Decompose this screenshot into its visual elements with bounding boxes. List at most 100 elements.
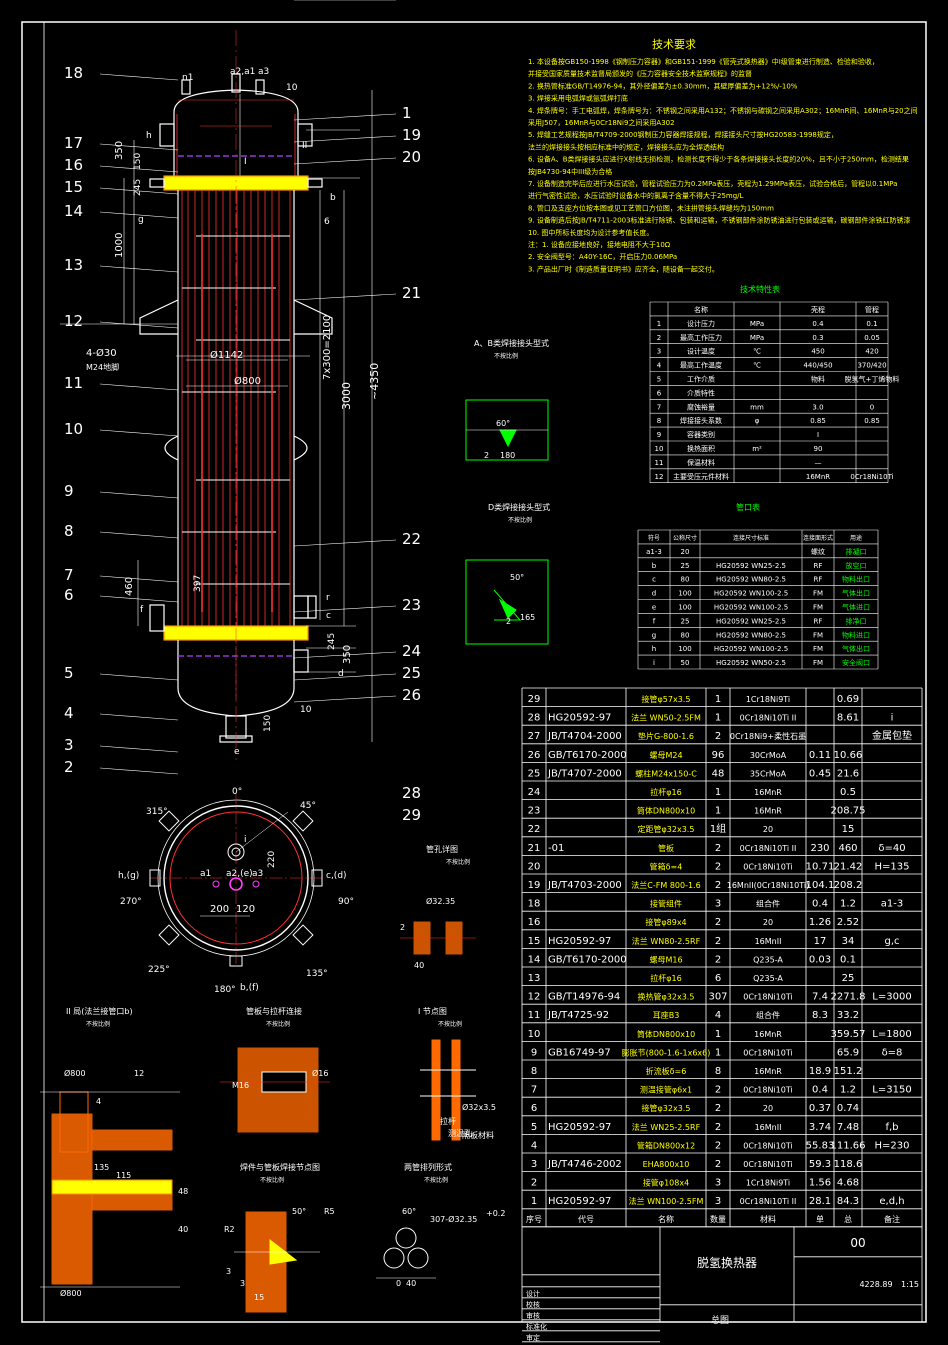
bom-cell: 1.2 xyxy=(840,899,856,910)
nozzle-cell: 气体进口 xyxy=(842,603,870,612)
tech-req-heading: 技术要求 xyxy=(652,38,696,51)
bom-cell: 28.1 xyxy=(809,1196,831,1207)
tech-char-cell: 0.4 xyxy=(812,320,824,328)
detail-dim: 40 xyxy=(406,1279,416,1288)
bom-cell: 0.37 xyxy=(809,1103,831,1114)
part-balloon: 9 xyxy=(64,482,74,500)
nozzle-cell: HG20592 WN50-2.5 xyxy=(716,659,786,667)
detail-dim: 115 xyxy=(116,1171,131,1180)
drawing-type: 总图 xyxy=(711,1314,729,1326)
detail-dim: 180 xyxy=(500,451,515,460)
nozzle-cell: RF xyxy=(814,576,823,584)
detail-title: 两管排列形式 xyxy=(404,1162,452,1172)
nozzle-cell: 20 xyxy=(681,548,690,556)
bom-cell: 10.71 xyxy=(806,861,835,872)
tech-char-title: 技术特性表 xyxy=(740,284,780,294)
plan-angle: 180° xyxy=(214,985,236,995)
nozzle-label: I xyxy=(244,157,247,167)
bom-cell: 4.68 xyxy=(837,1178,859,1189)
bom-cell: 10.66 xyxy=(834,750,863,761)
bom-cell: 垫片G-800-1.6 xyxy=(638,731,694,741)
dim-tube_len: 3000 xyxy=(340,382,353,410)
dim-d350a: 350 xyxy=(114,141,125,160)
bom-cell: 1 xyxy=(715,694,721,705)
nozzle-cell: 安全阀口 xyxy=(842,658,870,667)
nozzle-cell: 气体出口 xyxy=(842,644,870,653)
detail-dim: Ø800 xyxy=(64,1068,86,1078)
nozzle-label: a2,a1 xyxy=(230,67,255,77)
bom-cell: JB/T4707-2000 xyxy=(547,768,622,779)
nozzle-cell: FM xyxy=(813,645,823,653)
part-balloon: 7 xyxy=(64,566,74,584)
bom-cell: δ=40 xyxy=(878,843,905,854)
bom-cell: 1.2 xyxy=(840,1085,856,1096)
tech-req-line: 7. 设备制造完毕后应进行水压试验，管程试验压力为0.2MPa表压，壳程为1.2… xyxy=(528,179,897,188)
nozzle-cell: FM xyxy=(813,659,823,667)
tech-char-cell: 440/450 xyxy=(803,362,832,370)
bom-cell: 33.2 xyxy=(837,1010,859,1021)
nozzle-cell: HG20592 WN100-2.5 xyxy=(714,590,788,598)
tech-req-line: 按JB4730-94中III级为合格 xyxy=(528,167,612,176)
bom-cell: 359.57 xyxy=(831,1029,866,1040)
bom-cell: 测温接管φ6x1 xyxy=(640,1085,692,1095)
tech-req-line: 注：1. 设备应接地良好，接地电阻不大于10Ω xyxy=(528,240,671,249)
nozzle-label: n1 xyxy=(182,73,193,83)
tech-char-cell: 工作介质 xyxy=(687,375,715,384)
nozzle-cell: 排净口 xyxy=(846,616,867,625)
bom-cell: 1.56 xyxy=(809,1178,831,1189)
detail-title: 焊件与管板焊接节点图 xyxy=(240,1162,320,1172)
tube-hole-detail xyxy=(400,921,476,955)
tech-req-line: 1. 本设备按GB150-1998《钢制压力容器》和GB151-1999《管壳式… xyxy=(528,57,879,66)
detail-subtitle: 不按比例 xyxy=(446,858,470,866)
bom-cell: 0Cr18Ni10Ti xyxy=(743,993,792,1002)
balloon-layer: 1817161514131211109876543211920212223242… xyxy=(64,0,421,824)
tech-char-cell: MPa xyxy=(750,320,764,328)
bom-cell: 3 xyxy=(715,1178,721,1189)
nozzle-cell: RF xyxy=(814,562,823,570)
detail-dim: 2 xyxy=(484,451,489,460)
tech-char-cell: 容器类别 xyxy=(687,430,715,439)
bom-cell: 4 xyxy=(531,1140,537,1151)
nozzle-cell: b xyxy=(652,562,657,570)
bom-cell: 16MnR xyxy=(754,788,782,797)
detail-title: D类焊接接头型式 xyxy=(488,502,550,512)
dim-d6: 6 xyxy=(324,217,330,227)
nozzle-cell: 100 xyxy=(678,645,691,653)
detail-dim: 测温孔 xyxy=(448,1129,472,1138)
nozzle-label: e xyxy=(234,747,240,757)
bom-cell: 组合件 xyxy=(756,1010,780,1020)
plan-dim: 200 xyxy=(210,904,229,915)
drawing-name: 脱氢换热器 xyxy=(697,1255,757,1270)
bom-cell: g,c xyxy=(884,936,899,947)
bom-cell: 3 xyxy=(715,1196,721,1207)
bom-cell: 8 xyxy=(715,1066,721,1077)
bom-cell: 208.75 xyxy=(831,806,866,817)
nozzle-cell: HG20592 WN80-2.5 xyxy=(716,631,786,639)
part-balloon: 8 xyxy=(64,522,74,540)
detail-subtitle: 不按比例 xyxy=(424,1176,448,1184)
part-balloon: 25 xyxy=(402,664,421,682)
bom-footer-cell: 材料 xyxy=(760,1214,776,1224)
tech-char-cell: I xyxy=(817,431,819,439)
bom-cell: 0Cr18Ni10Ti II xyxy=(740,1197,797,1206)
detail-dim: +0.2 xyxy=(486,1209,505,1218)
tech-req-line: 2. 换热管标准GB/T14976-94，其外径偏差为±0.30mm，其壁厚偏差… xyxy=(528,81,798,90)
bom-cell: 16 xyxy=(528,917,541,928)
bom-cell: 34 xyxy=(842,936,855,947)
nozzle-label: g xyxy=(138,215,144,225)
bom-cell: 25 xyxy=(842,973,855,984)
nozzle-label: d xyxy=(338,669,344,679)
bom-cell: 法兰 WN80-2.5RF xyxy=(632,936,701,946)
tech-char-cell: 370/420 xyxy=(857,362,886,370)
bom-cell: 拉杆φ16 xyxy=(650,973,681,983)
bom-cell: GB/T14976-94 xyxy=(548,992,620,1003)
tech-char-cell: 焊接接头系数 xyxy=(680,416,722,425)
detail-dim: 165 xyxy=(520,613,535,622)
bom-cell: GB16749-97 xyxy=(548,1047,611,1058)
tech-char-cell: 脱氢气+丁烯物料 xyxy=(845,375,900,384)
bom-cell: 拉杆φ16 xyxy=(650,787,681,797)
bom-cell: 16MnR xyxy=(754,1067,782,1076)
part-balloon: 23 xyxy=(402,596,421,614)
